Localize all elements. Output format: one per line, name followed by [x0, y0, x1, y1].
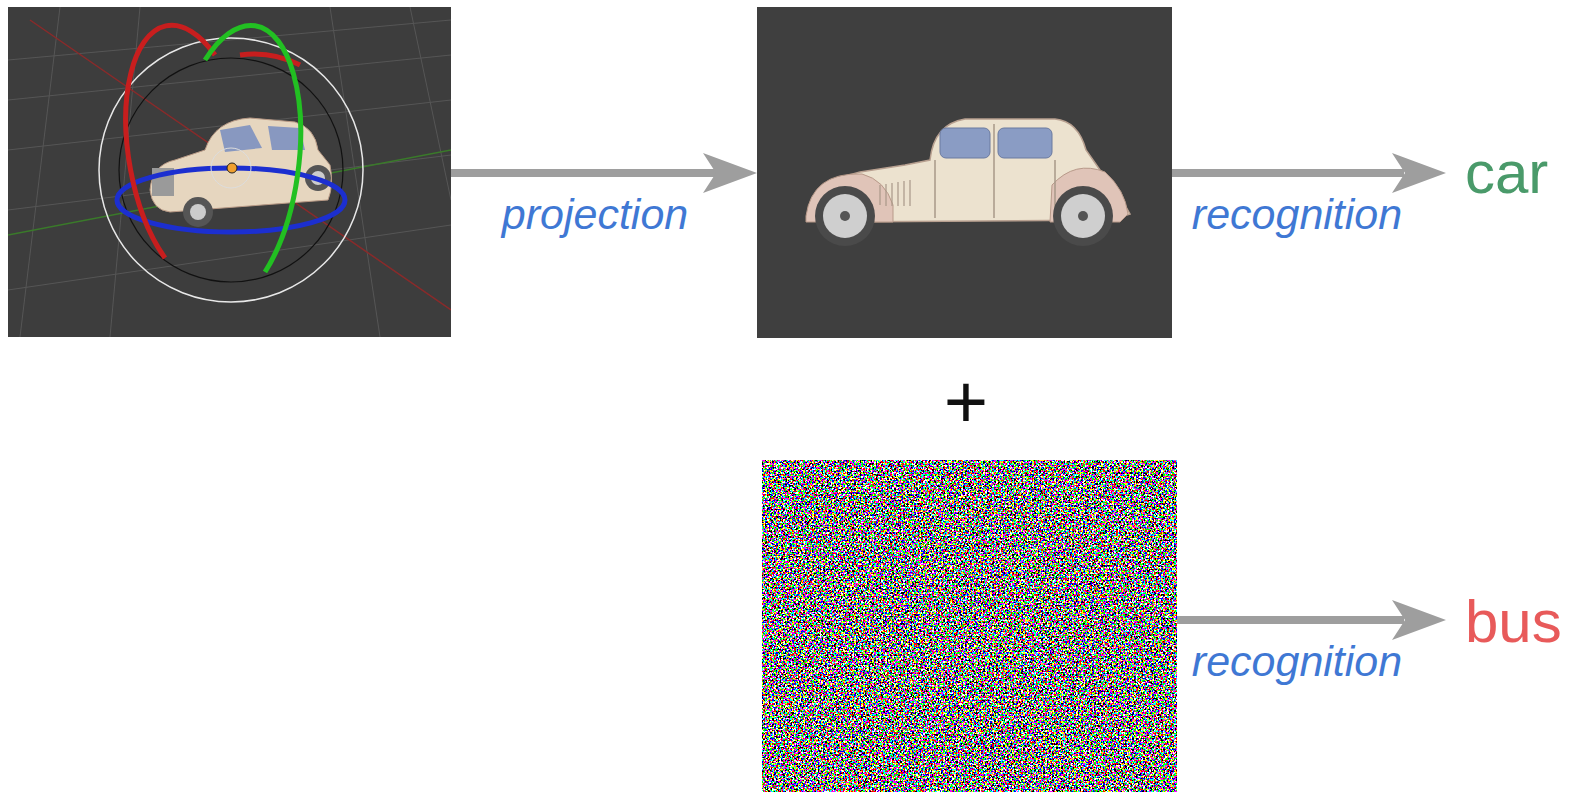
vent: [903, 181, 904, 206]
render-ground: [757, 7, 1172, 338]
vent: [897, 182, 898, 206]
pivot-dot: [227, 163, 237, 173]
grid: [8, 7, 451, 337]
grid-line: [8, 20, 451, 60]
car-hub-cap: [1078, 211, 1088, 221]
door-line: [993, 124, 995, 218]
car-hub: [1061, 194, 1105, 238]
car-wheel: [183, 197, 213, 227]
grid-line: [8, 55, 451, 100]
viewport-ground: [8, 7, 451, 337]
vent: [891, 183, 892, 206]
pivot-ring: [211, 148, 251, 188]
arrow-label: recognition: [1192, 193, 1402, 236]
rotate-ring-red: [126, 25, 215, 258]
car-hub: [190, 204, 206, 220]
rendered-image: [757, 7, 1172, 338]
car-window: [940, 128, 990, 158]
car-window: [220, 125, 262, 152]
arrow-shaft: [451, 169, 716, 177]
arrow-label: recognition: [1192, 640, 1402, 683]
arrow-label: projection: [502, 193, 688, 236]
rotate-ring-green: [205, 25, 301, 272]
door-line: [934, 160, 936, 218]
class-output: bus: [1465, 592, 1562, 652]
arrows: [451, 153, 1446, 640]
car-wheel: [1053, 186, 1113, 246]
car-hub: [823, 194, 867, 238]
trackball-inner: [119, 58, 343, 282]
car-window: [998, 128, 1052, 158]
vent: [885, 184, 886, 206]
car-hub-cap: [840, 211, 850, 221]
arrow-head: [703, 153, 757, 193]
noise-image: [762, 460, 1177, 792]
grid-line: [8, 225, 451, 290]
arrow-head: [1392, 600, 1446, 640]
grid-line: [20, 7, 60, 337]
car-wheel: [815, 186, 875, 246]
vent: [909, 180, 910, 206]
plus-sign: +: [944, 364, 988, 440]
viewport-3d: [8, 7, 451, 337]
arrow-head: [1392, 153, 1446, 193]
x-axis: [30, 20, 451, 310]
vent: [879, 185, 880, 205]
arrow-shaft: [1177, 616, 1404, 624]
arrow-shaft: [1172, 169, 1404, 177]
trackball-outer: [99, 38, 363, 302]
hood-vents: [880, 180, 910, 206]
class-output: car: [1465, 143, 1548, 203]
rotate-ring-blue: [117, 168, 345, 232]
grid-line: [410, 7, 451, 200]
car-body: [150, 118, 332, 212]
